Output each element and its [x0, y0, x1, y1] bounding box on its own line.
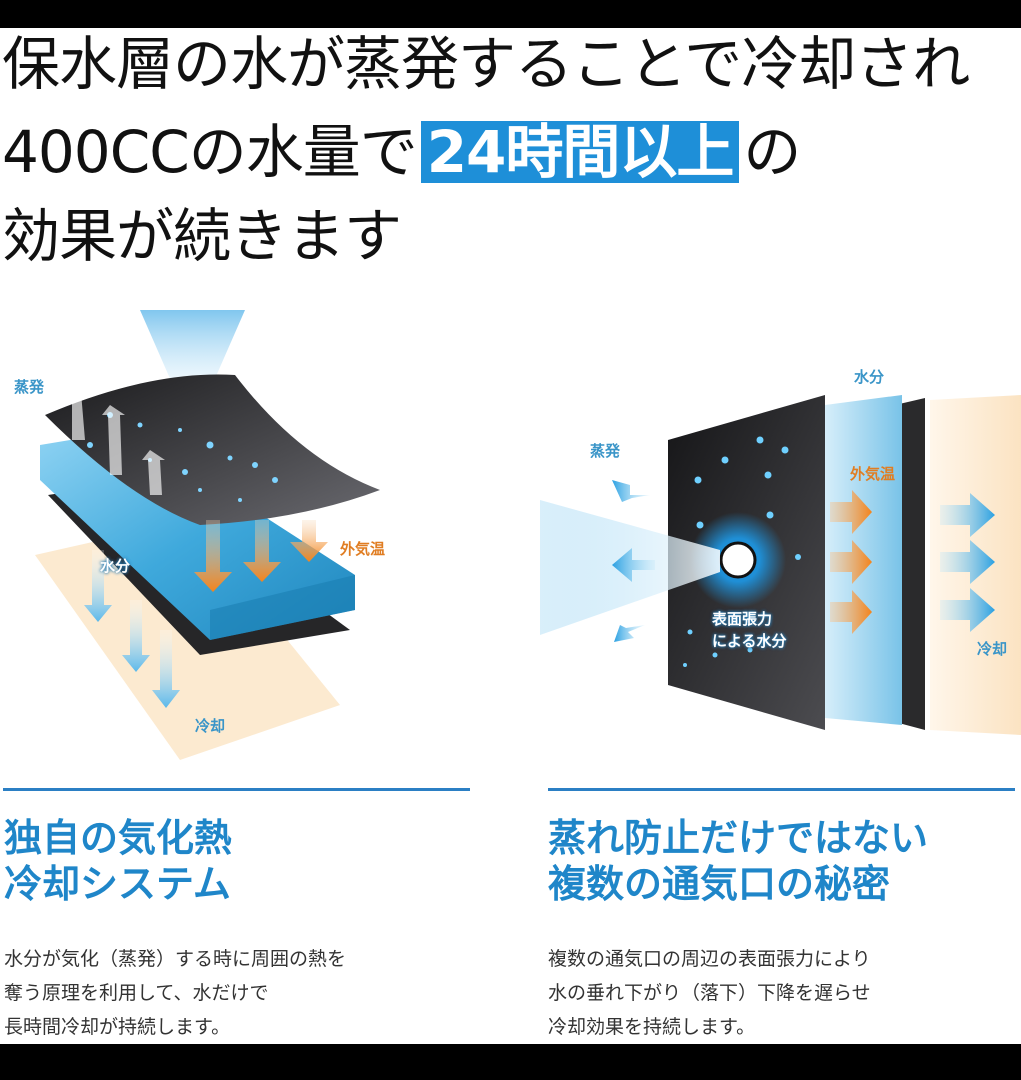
section-title-left-line-2: 冷却システム	[4, 862, 231, 906]
highlight-badge: 24時間以上	[420, 121, 740, 183]
label-outside-temp: 外気温	[340, 540, 386, 558]
section-body-left: 水分が気化（蒸発）する時に周囲の熱を 奪う原理を利用して、水だけで 長時間冷却が…	[4, 942, 346, 1044]
body-line: 冷却効果を持続します。	[548, 1016, 756, 1038]
section-title-left: 独自の気化熱 冷却システム	[4, 815, 232, 907]
body-line: 奪う原理を利用して、水だけで	[4, 982, 269, 1004]
headline-line-1: 保水層の水が蒸発することで冷却され	[2, 30, 970, 98]
label-moisture: 水分	[854, 368, 885, 386]
bottom-black-bar	[0, 1044, 1021, 1080]
label-surface-tension-2: による水分	[712, 632, 787, 650]
top-black-bar	[0, 0, 1021, 28]
label-outside-temp: 外気温	[850, 465, 896, 483]
layered-cooling-diagram: 蒸発 外気温 水分 冷却	[0, 310, 400, 760]
label-cooling: 冷却	[977, 640, 1008, 658]
section-title-right-line-1: 蒸れ防止だけではない	[548, 816, 929, 860]
headline-suffix: の	[743, 118, 801, 186]
label-cooling: 冷却	[195, 717, 226, 735]
layers-illustration	[35, 310, 380, 760]
section-body-right: 複数の通気口の周辺の表面張力により 水の垂れ下がり（落下）下降を遅らせ 冷却効果…	[548, 942, 871, 1044]
headline-line-3: 効果が続きます	[2, 202, 402, 270]
label-evaporation: 蒸発	[14, 378, 45, 396]
label-evaporation: 蒸発	[590, 442, 621, 460]
body-line: 長時間冷却が持続します。	[4, 1016, 231, 1038]
label-moisture: 水分	[100, 557, 131, 575]
label-surface-tension-1: 表面張力	[712, 610, 773, 628]
vent-illustration	[540, 395, 1021, 735]
headline-prefix: 400CCの水量で	[2, 118, 418, 186]
vent-surface-tension-diagram: 水分 蒸発 外気温 表面張力 による水分 冷却	[540, 350, 1021, 750]
body-line: 水の垂れ下がり（落下）下降を遅らせ	[548, 982, 871, 1004]
section-divider-left	[3, 788, 470, 791]
section-title-right-line-2: 複数の通気口の秘密	[548, 862, 891, 906]
body-line: 複数の通気口の周辺の表面張力により	[548, 948, 871, 970]
section-divider-right	[548, 788, 1015, 791]
section-title-right: 蒸れ防止だけではない 複数の通気口の秘密	[548, 815, 928, 907]
section-title-left-line-1: 独自の気化熱	[4, 816, 233, 860]
body-line: 水分が気化（蒸発）する時に周囲の熱を	[4, 948, 347, 970]
